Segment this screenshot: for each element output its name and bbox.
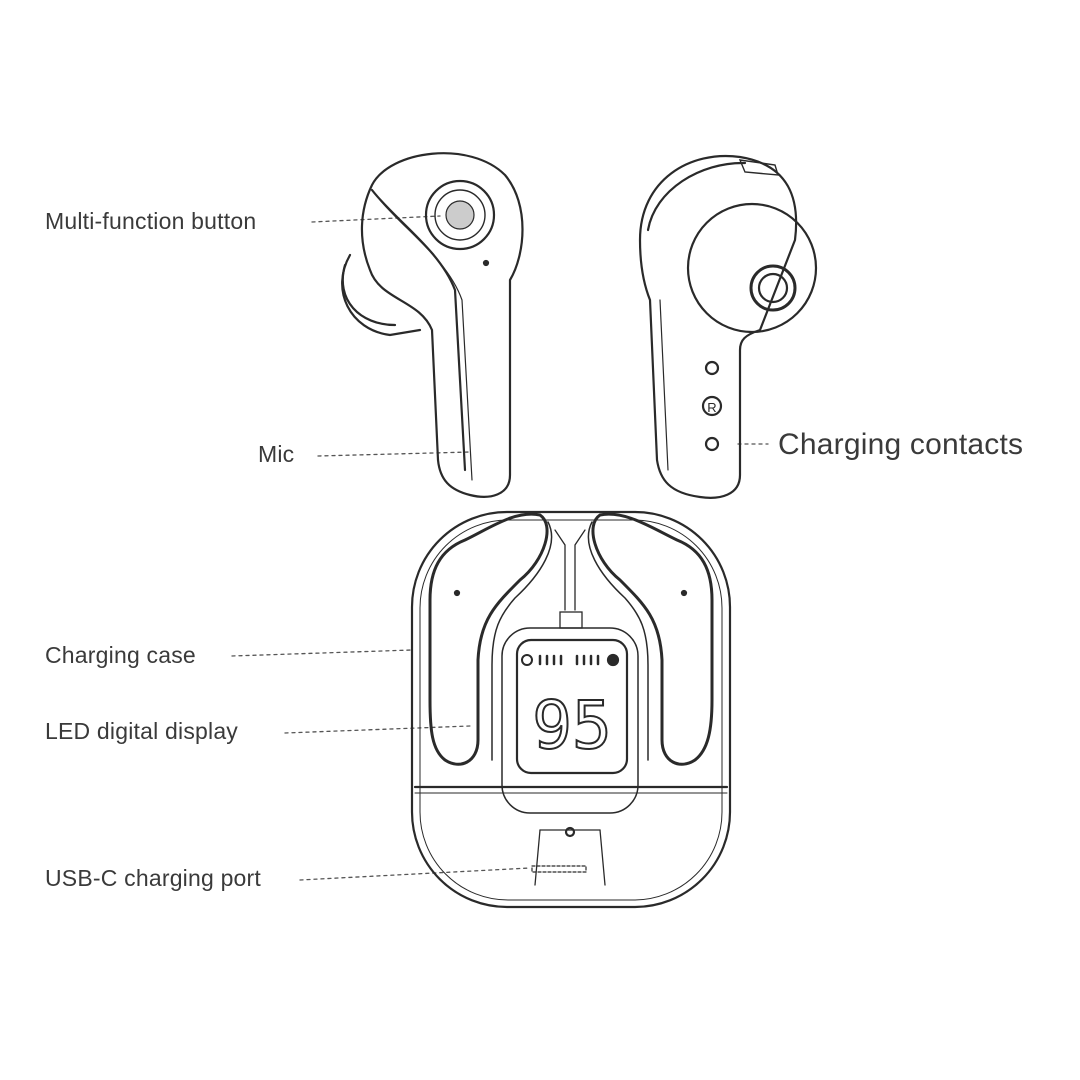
multi-function-button-icon bbox=[424, 179, 496, 251]
battery-percentage: 95 bbox=[532, 687, 611, 764]
charging-case: 95 bbox=[410, 510, 732, 909]
left-earbud bbox=[341, 152, 524, 498]
mic-hole-icon bbox=[482, 259, 490, 267]
label-usb-c-port: USB-C charging port bbox=[45, 865, 261, 891]
label-multi-function-button: Multi-function button bbox=[45, 208, 257, 234]
label-led-display: LED digital display bbox=[45, 718, 239, 744]
svg-text:R: R bbox=[707, 400, 716, 415]
charging-contacts-icon: R bbox=[701, 360, 723, 452]
usb-c-port-icon bbox=[531, 865, 587, 873]
battery-indicator-icon bbox=[538, 654, 600, 666]
led-display bbox=[515, 638, 629, 775]
leader-lines bbox=[231, 215, 769, 881]
label-charging-contacts: Charging contacts bbox=[778, 428, 1024, 461]
label-charging-case: Charging case bbox=[45, 642, 196, 668]
right-earbud: R bbox=[638, 154, 818, 499]
label-mic: Mic bbox=[258, 441, 295, 467]
